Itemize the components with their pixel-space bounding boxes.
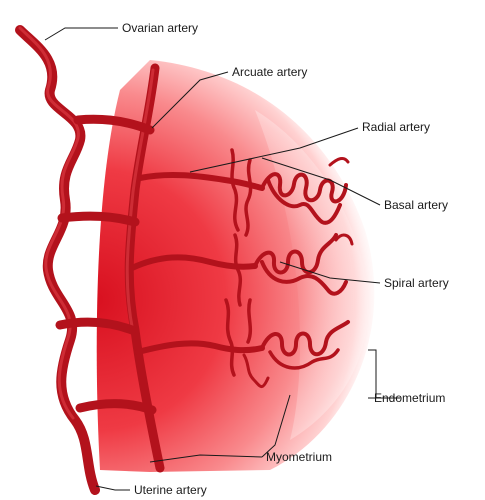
spiral-artery-label: Spiral artery (384, 276, 449, 290)
uterine-artery-label: Uterine artery (134, 483, 207, 497)
main-artery (20, 28, 95, 490)
radial-artery-label: Radial artery (362, 120, 430, 134)
arcuate-artery-label: Arcuate artery (232, 65, 307, 79)
basal-artery-label: Basal artery (384, 198, 448, 212)
ovarian-artery-label: Ovarian artery (122, 21, 198, 35)
endometrium-label: Endometrium (374, 391, 445, 405)
myometrium-label: Myometrium (266, 450, 332, 464)
